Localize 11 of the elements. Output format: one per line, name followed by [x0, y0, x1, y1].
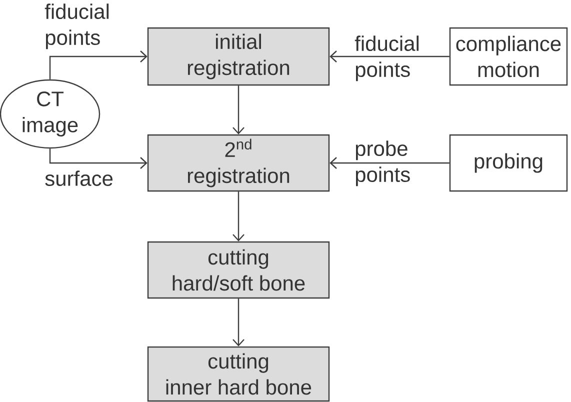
edge-label: probe points: [356, 140, 410, 186]
edge-label: fiducial points: [44, 4, 109, 50]
process-box: cutting hard/soft bone: [147, 241, 330, 299]
input-box: probing: [449, 134, 568, 192]
process-box: cutting inner hard bone: [147, 346, 330, 402]
input-box: compliance motion: [449, 27, 568, 86]
process-box: initial registration: [147, 27, 330, 86]
process-box: 2$^{nd}$ registration: [147, 134, 330, 192]
ellipse-node: CT image: [0, 79, 100, 149]
edge-label: fiducial points: [354, 36, 419, 82]
edge-label: surface: [45, 170, 113, 186]
